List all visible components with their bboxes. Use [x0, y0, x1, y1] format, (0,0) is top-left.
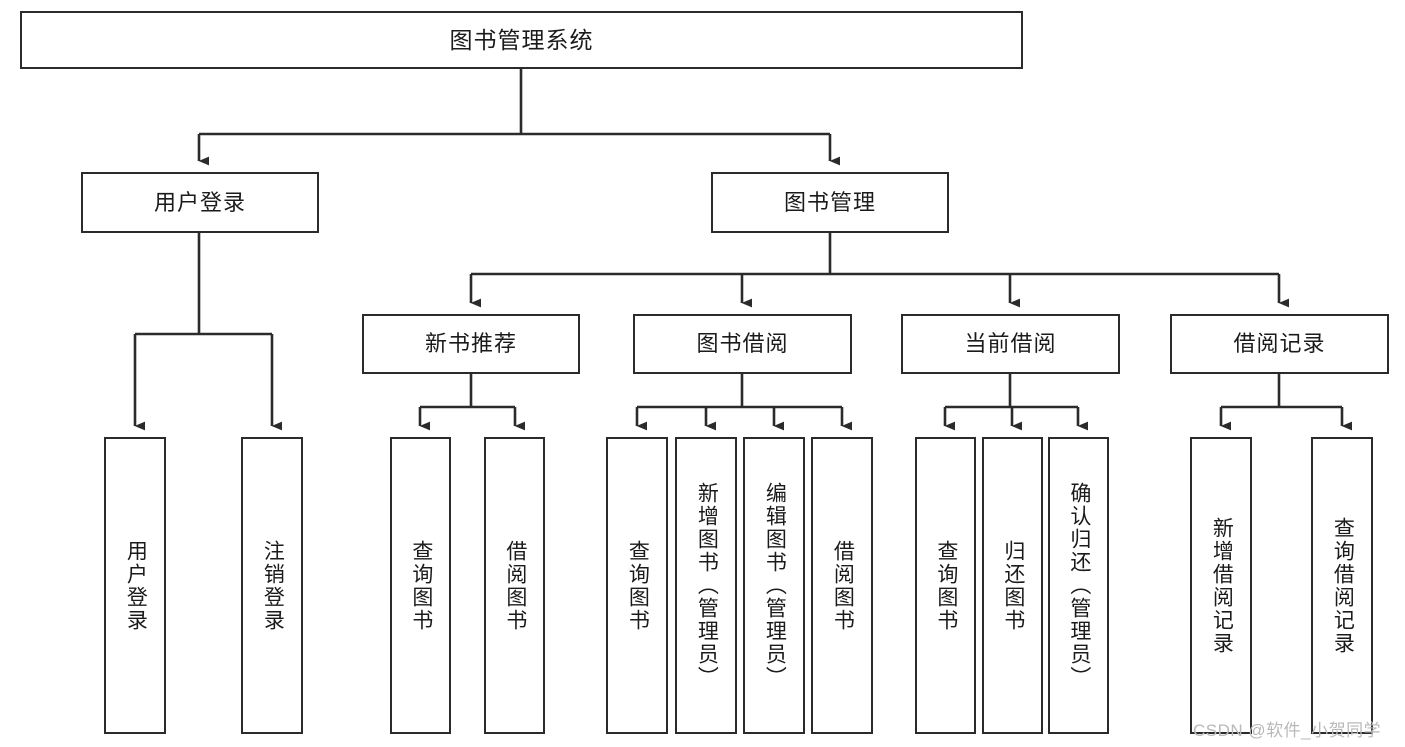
- node-label: 用户登录: [124, 539, 148, 632]
- node-user-login[interactable]: 用户登录: [81, 172, 319, 233]
- node-book-management[interactable]: 图书管理: [711, 172, 949, 233]
- node-label: 新增借阅记录: [1210, 516, 1234, 655]
- node-label: 图书管理: [783, 189, 876, 215]
- node-label: 新增图书（管理员）: [695, 482, 719, 689]
- node-new-book-recommendation[interactable]: 新书推荐: [362, 314, 580, 374]
- node-label: 当前借阅: [964, 331, 1057, 356]
- leaf-node-logout[interactable]: 注销登录: [241, 437, 303, 734]
- node-label: 借阅图书: [831, 539, 855, 632]
- node-book-borrowing[interactable]: 图书借阅: [633, 314, 852, 374]
- leaf-node-query-books-borrow[interactable]: 查询图书: [606, 437, 668, 734]
- node-label: 查询图书: [409, 539, 433, 632]
- node-label: 归还图书: [1001, 539, 1025, 632]
- node-label: 图书管理系统: [449, 26, 594, 53]
- node-label: 查询图书: [626, 539, 650, 632]
- node-label: 注销登录: [261, 539, 285, 632]
- node-label: 编辑图书（管理员）: [763, 482, 787, 689]
- node-label: 查询图书: [934, 539, 958, 632]
- leaf-node-return-book[interactable]: 归还图书: [982, 437, 1043, 734]
- node-label: 新书推荐: [424, 331, 517, 356]
- node-label: 图书借阅: [696, 331, 789, 356]
- leaf-node-query-books-current[interactable]: 查询图书: [915, 437, 976, 734]
- leaf-node-edit-book-admin[interactable]: 编辑图书（管理员）: [743, 437, 805, 734]
- leaf-node-borrow-book[interactable]: 借阅图书: [811, 437, 873, 734]
- node-label: 确认归还（管理员）: [1067, 482, 1091, 689]
- leaf-node-add-borrow-record[interactable]: 新增借阅记录: [1190, 437, 1252, 734]
- node-label: 借阅记录: [1233, 331, 1326, 356]
- leaf-node-add-book-admin[interactable]: 新增图书（管理员）: [675, 437, 737, 734]
- node-label: 借阅图书: [503, 539, 527, 632]
- csdn-watermark: CSDN @软件_小贺同学: [1193, 721, 1382, 740]
- node-current-borrowing[interactable]: 当前借阅: [901, 314, 1120, 374]
- node-label: 用户登录: [153, 189, 246, 215]
- leaf-node-user-login[interactable]: 用户登录: [104, 437, 166, 734]
- node-borrowing-records[interactable]: 借阅记录: [1170, 314, 1389, 374]
- leaf-node-borrow-books-recommend[interactable]: 借阅图书: [484, 437, 545, 734]
- leaf-node-query-books-recommend[interactable]: 查询图书: [390, 437, 451, 734]
- node-root-book-management-system[interactable]: 图书管理系统: [20, 11, 1023, 69]
- leaf-node-query-borrow-record[interactable]: 查询借阅记录: [1311, 437, 1373, 734]
- node-label: 查询借阅记录: [1331, 516, 1355, 655]
- leaf-node-confirm-return-admin[interactable]: 确认归还（管理员）: [1048, 437, 1109, 734]
